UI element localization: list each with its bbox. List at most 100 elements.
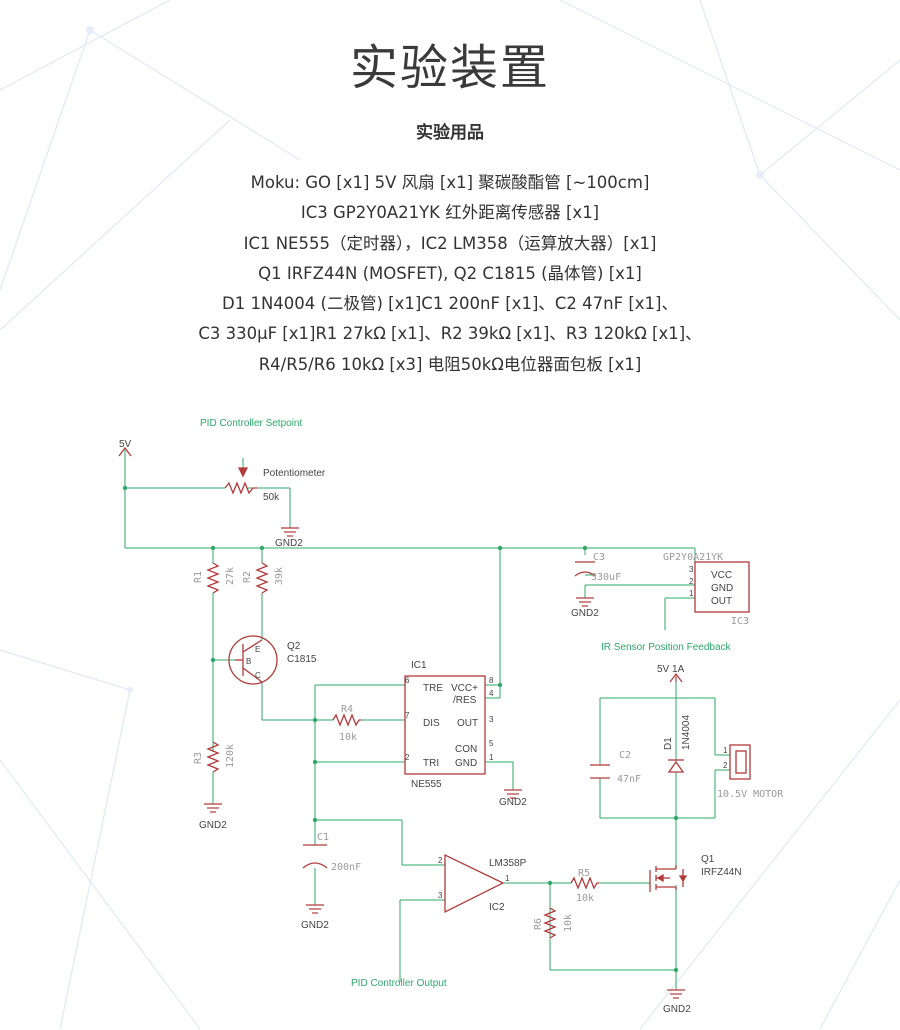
supply-5v-1a-icon — [669, 673, 683, 683]
ic1-pin-label: /RES — [453, 695, 477, 706]
r5-value: 10k — [576, 893, 594, 904]
ic1-pin-label: DIS — [423, 718, 440, 729]
materials-line: IC1 NE555（定时器），IC2 LM358（运算放大器）[x1] — [243, 233, 657, 253]
ic1-pin-num: 4 — [489, 689, 494, 698]
gnd-label: GND2 — [663, 1004, 691, 1015]
ic1-pin-num: 1 — [489, 753, 494, 762]
ic1-pin-label: OUT — [457, 718, 478, 729]
potentiometer-icon — [224, 481, 257, 495]
r4-name: R4 — [341, 704, 353, 715]
motor-pin: 2 — [723, 761, 728, 770]
materials-line: R4/R5/R6 10kΩ [x3] 电阻50kΩ电位器面包板 [x1] — [258, 354, 642, 374]
ic3-pin-num: 1 — [689, 589, 694, 598]
r5-name: R5 — [578, 868, 590, 879]
q2-part: C1815 — [287, 654, 317, 665]
r6-name: R6 — [533, 918, 544, 930]
q2-pin-e: E — [255, 645, 260, 654]
q2-transistor-icon — [228, 635, 278, 685]
ic1-pin-label: TRE — [423, 683, 443, 694]
r3-icon — [206, 741, 220, 773]
ic1-part: NE555 — [411, 779, 442, 790]
circuit-schematic: PID Controller Setpoint IR Sensor Positi… — [118, 418, 784, 1015]
q1-part: IRFZ44N — [701, 867, 742, 878]
motor-label: 10.5V MOTOR — [717, 789, 784, 800]
ic1-pin-num: 5 — [489, 739, 494, 748]
ground-icon — [667, 989, 685, 999]
ic2-part: LM358P — [489, 858, 527, 869]
supply-5v-1a-label: 5V 1A — [657, 664, 685, 675]
note-feedback: IR Sensor Position Feedback — [601, 642, 732, 653]
materials-line: C3 330μF [x1]R1 27kΩ [x1]、R2 39kΩ [x1]、R… — [198, 324, 702, 344]
gnd-label: GND2 — [199, 820, 227, 831]
ic2-pin: 2 — [438, 856, 443, 865]
potentiometer-label: Potentiometer — [263, 468, 326, 479]
junctions — [122, 485, 679, 973]
potentiometer-wiper-icon — [237, 467, 249, 478]
c2-value: 47nF — [617, 774, 641, 785]
ic3-pin-label: VCC — [711, 570, 732, 581]
motor-connector-icon — [729, 744, 751, 780]
d1-name: D1 — [663, 737, 674, 750]
ic1-pin-label: GND — [455, 758, 477, 769]
components — [118, 446, 751, 939]
section-subtitle: 实验用品 — [416, 123, 484, 143]
ground-symbols — [204, 527, 685, 999]
ic1-pin-num: 6 — [405, 676, 410, 685]
ic3-part: GP2Y0A21YK — [663, 552, 723, 563]
ic1-name: IC1 — [411, 660, 427, 671]
supply-5v-icon — [118, 446, 132, 457]
r3-value: 120k — [225, 744, 236, 768]
page-title: 实验装置 — [349, 40, 550, 96]
potentiometer-value: 50k — [263, 492, 280, 503]
r1-name: R1 — [193, 571, 204, 583]
gnd-label: GND2 — [301, 920, 329, 931]
ic1-chip-icon — [404, 675, 486, 775]
ic3-pin-label: OUT — [711, 596, 732, 607]
r2-name: R2 — [242, 571, 253, 583]
q1-name: Q1 — [701, 854, 715, 865]
q2-name: Q2 — [287, 641, 301, 652]
r1-value: 27k — [225, 567, 236, 585]
r5-icon — [570, 876, 599, 890]
r2-value: 39k — [274, 567, 285, 585]
gnd-label: GND2 — [571, 608, 599, 619]
r1-icon — [206, 562, 220, 594]
ic1-pin-label: TRI — [423, 758, 439, 769]
c2-name: C2 — [619, 750, 631, 761]
note-output: PID Controller Output — [351, 978, 447, 989]
gnd-label: GND2 — [275, 538, 303, 549]
r6-icon — [543, 907, 557, 939]
supply-5v-label: 5V — [119, 439, 132, 450]
ground-icon — [281, 527, 299, 537]
r2-icon — [255, 562, 269, 594]
ground-icon — [306, 904, 324, 914]
ground-icon — [504, 789, 522, 799]
ic1-pin-label: VCC+ — [451, 683, 478, 694]
ic1-pin-num: 8 — [489, 676, 494, 685]
ic3-pin-num: 2 — [689, 577, 694, 586]
ic1-pin-num: 3 — [489, 715, 494, 724]
ic2-name: IC2 — [489, 902, 505, 913]
ic1-pin-label: CON — [455, 744, 477, 755]
materials-line: IC3 GP2Y0A21YK 红外距离传感器 [x1] — [300, 203, 600, 223]
c3-name: C3 — [593, 552, 605, 563]
ic3-pin-num: 3 — [689, 565, 694, 574]
gnd-label: GND2 — [499, 797, 527, 808]
c1-value: 200nF — [331, 862, 361, 873]
ic2-pin: 1 — [505, 874, 510, 883]
ic2-opamp-icon — [444, 853, 505, 914]
wires — [124, 450, 730, 990]
ground-icon — [576, 597, 594, 607]
r3-name: R3 — [193, 752, 204, 764]
r4-value: 10k — [339, 732, 357, 743]
ic3-name: IC3 — [731, 616, 749, 627]
ground-icon — [204, 803, 222, 813]
c1-name: C1 — [317, 832, 329, 843]
q2-pin-b: B — [246, 657, 251, 666]
ic1-pin-num: 7 — [405, 711, 410, 720]
ic3-pin-label: GND — [711, 583, 733, 594]
ic3-sensor-icon — [694, 561, 750, 613]
note-setpoint: PID Controller Setpoint — [200, 418, 302, 429]
d1-diode-icon — [667, 760, 685, 773]
ic2-pin: 3 — [438, 891, 443, 900]
